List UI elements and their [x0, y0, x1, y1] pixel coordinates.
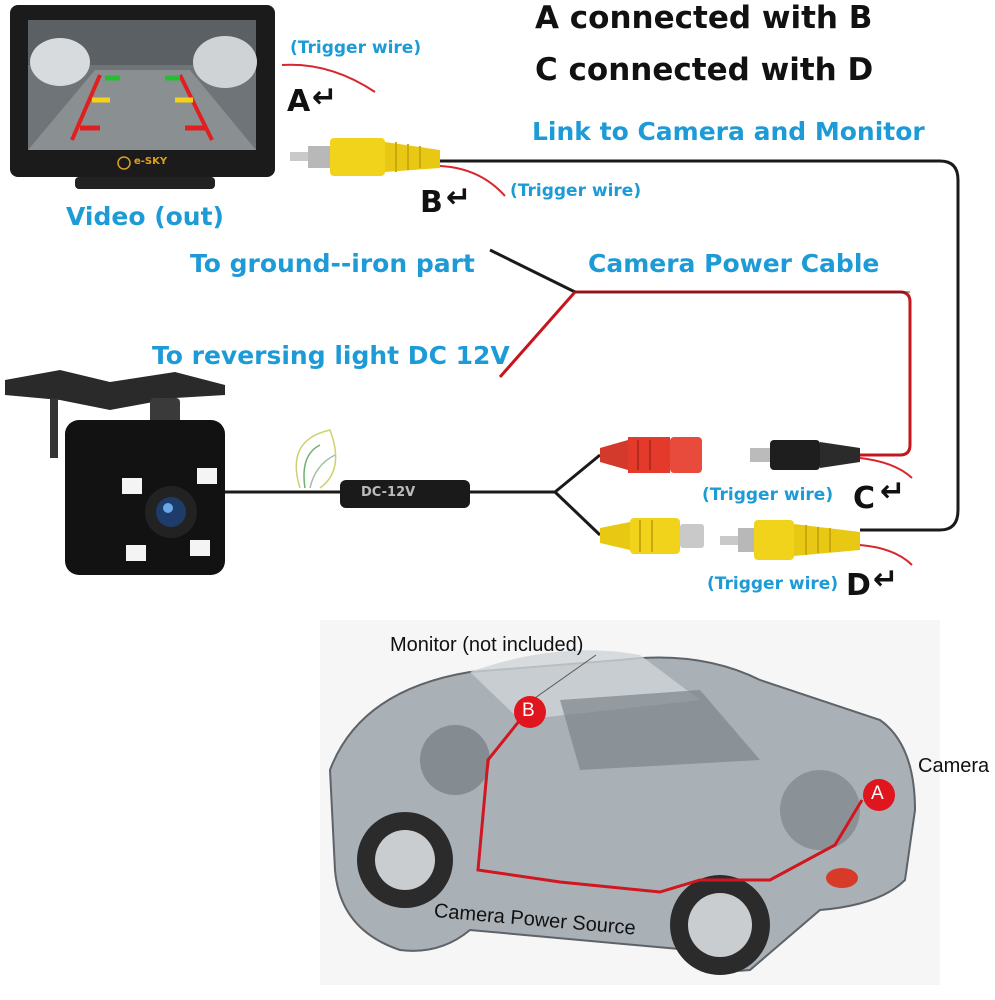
trigger-wire-a — [281, 63, 376, 93]
trigger-label-d: (Trigger wire) — [707, 574, 839, 594]
link-cable — [440, 159, 960, 532]
headline-line2: C connected with D — [535, 52, 874, 88]
dc-tag — [340, 480, 470, 508]
car-illustration — [320, 620, 940, 985]
rca-connector-b — [290, 138, 440, 176]
return-arrow-icon-a: ↵ — [312, 80, 338, 115]
marker-a-label: A — [871, 783, 884, 804]
reversing-wire — [498, 291, 577, 378]
return-arrow-icon-d: ↵ — [873, 562, 899, 597]
rca-connector-d — [720, 520, 860, 560]
letter-a: A — [287, 84, 311, 119]
rca-female-camera — [600, 518, 704, 554]
marker-b-label: B — [522, 700, 535, 721]
return-arrow-icon-b: ↵ — [446, 180, 472, 215]
dc-jack-c — [750, 440, 860, 470]
return-arrow-icon-c: ↵ — [880, 474, 906, 509]
trigger-wire-d — [859, 544, 913, 566]
split-lower — [553, 490, 602, 537]
monitor — [10, 5, 275, 189]
car-monitor-label: Monitor (not included) — [390, 634, 584, 656]
trigger-label-c: (Trigger wire) — [702, 485, 834, 505]
camera — [5, 370, 225, 575]
marker-b-circle — [514, 696, 546, 728]
letter-b: B — [420, 185, 443, 220]
marker-a-circle — [863, 779, 895, 811]
letter-d: D — [846, 568, 871, 603]
trigger-label-b: (Trigger wire) — [510, 181, 642, 201]
loose-wires — [295, 429, 337, 489]
video-out-label: Video (out) — [66, 202, 224, 231]
car-camera-label: Camera — [918, 755, 990, 777]
headline-line1: A connected with B — [535, 0, 873, 36]
ground-wire — [489, 248, 576, 294]
split-upper — [554, 453, 601, 494]
link-label: Link to Camera and Monitor — [532, 117, 925, 146]
dc-tag-label: DC-12V — [361, 485, 416, 500]
letter-c: C — [853, 481, 876, 516]
red-power-plug — [600, 437, 702, 473]
trigger-wire-c — [859, 457, 913, 479]
power-cable-red — [575, 290, 912, 457]
trigger-wire-b — [439, 165, 506, 197]
power-cable-label: Camera Power Cable — [588, 249, 880, 278]
ground-label: To ground--iron part — [190, 249, 475, 278]
reversing-label: To reversing light DC 12V — [152, 341, 510, 370]
monitor-brand-logo: e-SKY — [134, 156, 168, 167]
trigger-label-a: (Trigger wire) — [290, 38, 422, 58]
